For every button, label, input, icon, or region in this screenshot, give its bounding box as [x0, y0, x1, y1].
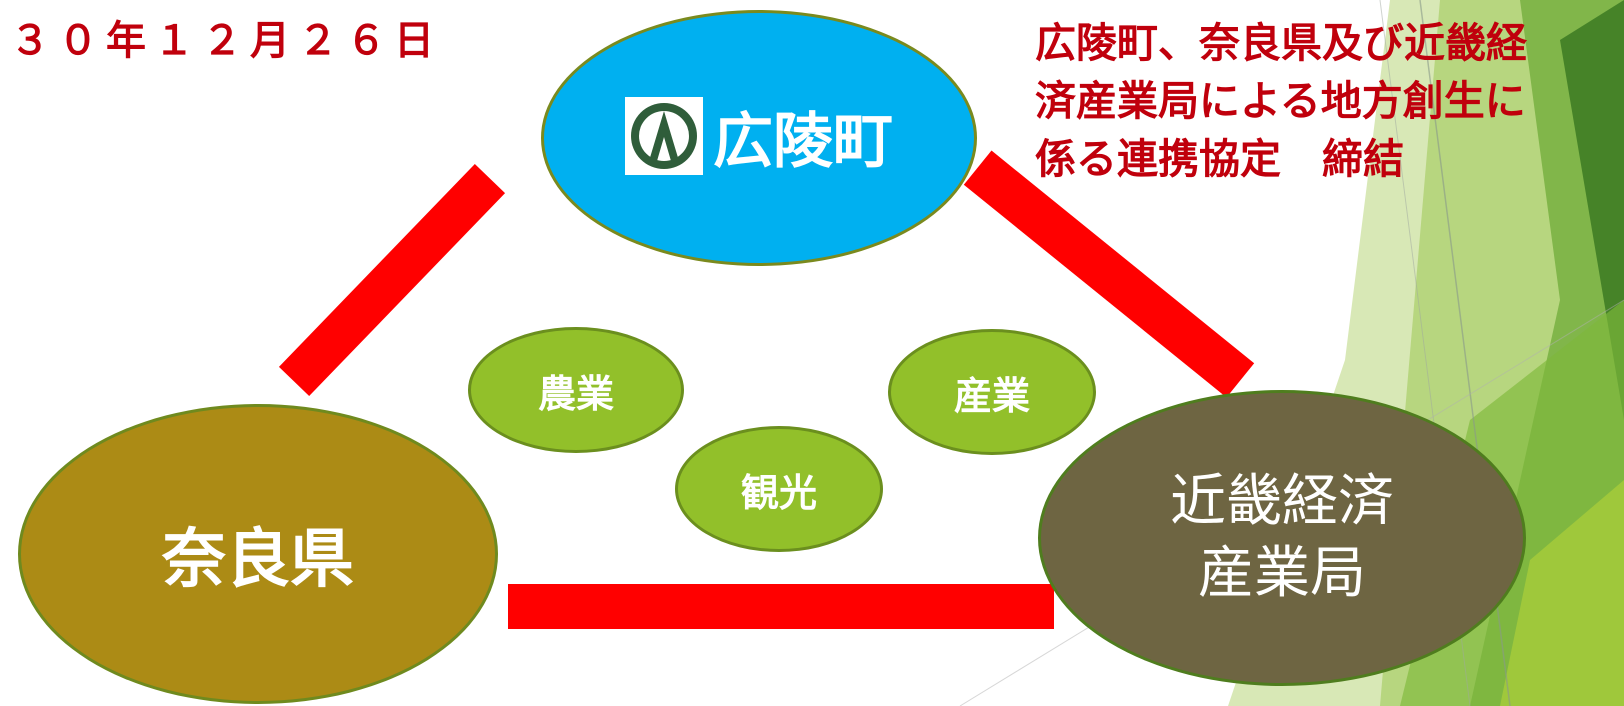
title-line-3: 係る連携協定 締結: [1035, 135, 1404, 183]
field-industry-label: 産業: [953, 373, 1030, 418]
date-label: ３０年１２月２６日: [10, 18, 442, 64]
node-kinki-label-line-2: 産業局: [1198, 541, 1366, 606]
node-kinki-bureau: 近畿経済 産業局: [1038, 390, 1526, 686]
node-koryo-label: 広陵町: [713, 106, 893, 177]
field-industry: 産業: [888, 329, 1096, 455]
field-agriculture-label: 農業: [537, 371, 614, 416]
node-nara-label: 奈良県: [162, 523, 354, 597]
node-kinki-label-line-1: 近畿経済: [1170, 469, 1394, 534]
node-nara-prefecture: 奈良県: [18, 404, 498, 704]
agreement-title: 広陵町、奈良県及び近畿経 済産業局による地方創生に 係る連携協定 締結: [1035, 14, 1615, 188]
field-tourism-label: 観光: [740, 470, 817, 515]
node-koryo-town: 広陵町: [541, 10, 977, 266]
title-line-1: 広陵町、奈良県及び近畿経: [1035, 19, 1527, 67]
koryo-town-emblem-icon: [625, 97, 703, 175]
field-tourism: 観光: [675, 426, 883, 552]
title-line-2: 済産業局による地方創生に: [1035, 77, 1526, 125]
connector-nara-kinki: [508, 584, 1054, 629]
field-agriculture: 農業: [468, 327, 684, 453]
